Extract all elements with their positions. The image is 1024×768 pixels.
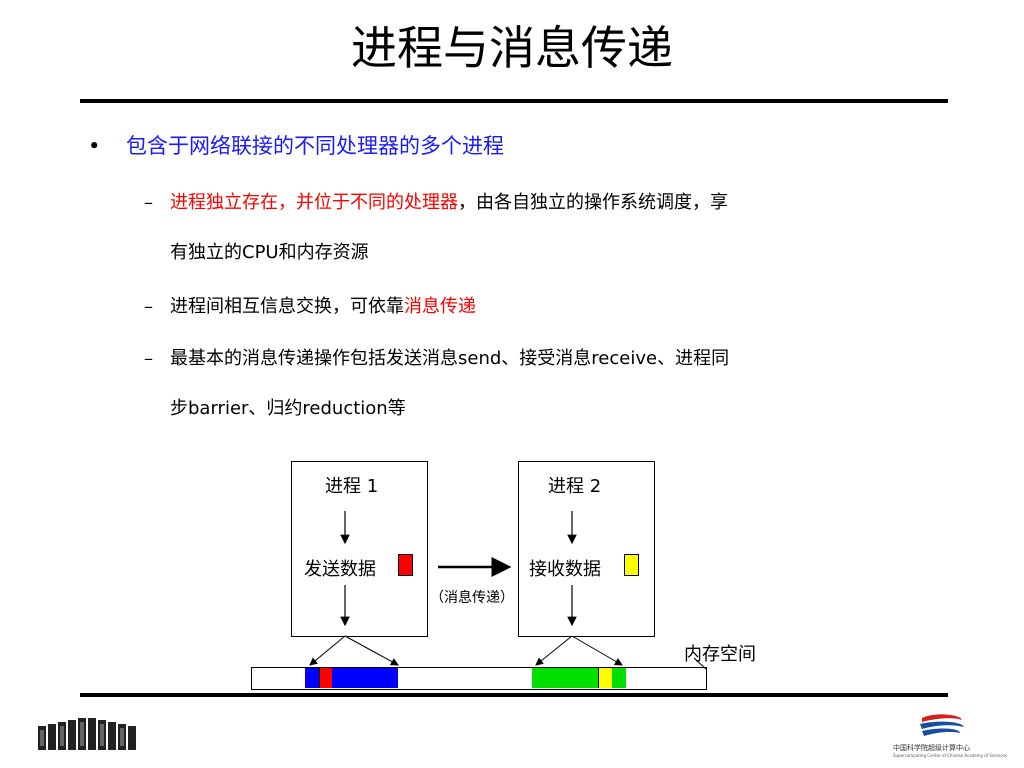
memory-segment-green (612, 668, 626, 688)
receive-data-block (624, 554, 639, 576)
sub3-barrier: barrier (188, 398, 249, 419)
supercomputer-logo (38, 718, 136, 750)
process1-box (291, 461, 428, 637)
sub-point-operations: – 最基本的消息传递操作包括发送消息send、接受消息receive、进程同 步… (144, 334, 970, 434)
sub1-highlight: 进程独立存在，并位于不同的处理器 (170, 192, 458, 213)
sub3-text-c: 、接受消息 (501, 348, 592, 369)
dash-marker: – (144, 192, 153, 213)
slide-title: 进程与消息传递 (351, 21, 673, 75)
org-name-en: Supercomputing Center of Chinese Academy… (893, 753, 1007, 758)
process2-title: 进程 2 (548, 476, 602, 497)
sub3-text-line2e: 等 (387, 398, 406, 419)
memory-space-label: 内存空间 (684, 644, 756, 665)
sub-point-exchange: – 进程间相互信息交换，可依靠消息传递 (144, 282, 970, 332)
memory-arrow (571, 635, 623, 666)
dash-marker: – (144, 296, 153, 317)
memory-arrow (309, 635, 346, 666)
sub3-reduction: reduction (302, 398, 388, 419)
sub2-highlight: 消息传递 (404, 296, 476, 317)
dash-marker: – (144, 348, 153, 369)
main-bullet-text: 包含于网络联接的不同处理器的多个进程 (126, 134, 504, 158)
org-name-cn: 中国科学院超级计算中心 (893, 744, 970, 752)
sub3-text-line2a: 步 (170, 398, 188, 419)
memory-segment-green (532, 668, 598, 688)
sub-point-processes: – 进程独立存在，并位于不同的处理器，由各自独立的操作系统调度，享 有独立的CP… (144, 178, 970, 278)
main-bullet: • 包含于网络联接的不同处理器的多个进程 (88, 130, 504, 162)
memory-segment-blue (332, 668, 398, 688)
process2-action: 接收数据 (529, 559, 601, 580)
sccas-logo (920, 714, 964, 736)
sub3-text-line2c: 、归约 (248, 398, 303, 419)
sub1-cpu: CPU (242, 242, 279, 263)
sub3-text-e: 、进程同 (657, 348, 730, 369)
memory-segment-blue (305, 668, 319, 688)
bullet-marker: • (88, 134, 101, 158)
sub2-text: 进程间相互信息交换，可依靠 (170, 296, 404, 317)
sub1-text: ，由各自独立的操作系统调度，享 (458, 192, 728, 213)
send-data-block (398, 554, 413, 576)
sub1-text-line2a: 有独立的 (170, 242, 242, 263)
sub3-receive: receive (591, 348, 658, 369)
process1-title: 进程 1 (325, 476, 379, 497)
sub3-text-a: 最基本的消息传递操作包括发送消息 (170, 348, 458, 369)
footer-divider (80, 693, 948, 697)
memory-arrow (344, 635, 399, 666)
sub1-text-line2c: 和内存资源 (278, 242, 369, 263)
memory-label-pointer (693, 657, 707, 670)
sub3-send: send (458, 348, 502, 369)
title-divider (80, 99, 948, 103)
process1-action: 发送数据 (304, 559, 376, 580)
message-passing-label: （消息传递） (430, 590, 514, 606)
process2-box (518, 461, 655, 637)
memory-arrow (535, 635, 573, 666)
